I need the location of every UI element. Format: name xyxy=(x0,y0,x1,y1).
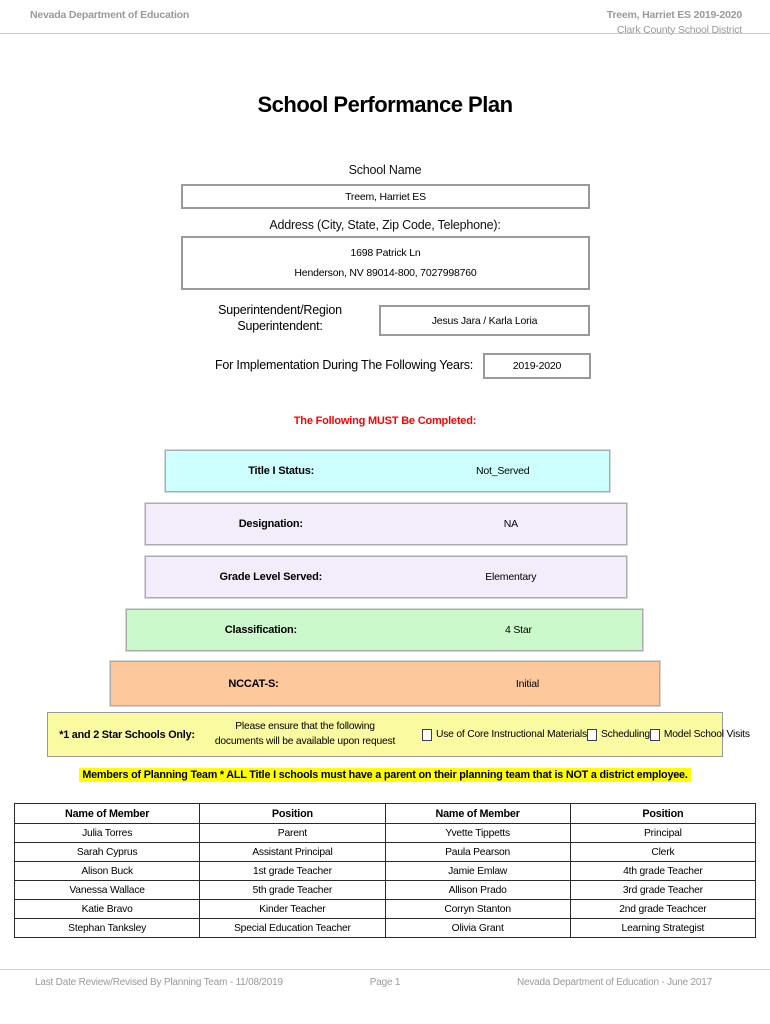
status-value[interactable]: Elementary xyxy=(485,571,537,583)
status-value[interactable]: Not_Served xyxy=(475,465,530,477)
star-schools-checkboxes: Use of Core Instructional Materials Sched… xyxy=(404,728,760,741)
table-cell: Special Education Teacher xyxy=(199,918,386,938)
footer-last-review: Last Date Review/Revised By Planning Tea… xyxy=(35,977,283,988)
star-schools-box: *1 and 2 Star Schools Only: Please ensur… xyxy=(47,712,750,757)
table-header-cell: Name of Member xyxy=(384,803,571,824)
checkbox-label: Model School Visits xyxy=(663,729,750,740)
status-label: Designation: xyxy=(238,518,303,530)
table-cell: 3rd grade Teacher xyxy=(569,880,757,900)
document-checkbox-item: Scheduling xyxy=(586,728,650,741)
document-checkbox-item: Model School Visits xyxy=(649,728,750,741)
status-row: Title I Status: Not_Served xyxy=(165,450,610,492)
table-cell: 5th grade Teacher xyxy=(199,880,386,900)
address-field[interactable]: 1698 Patrick Ln Henderson, NV 89014-800,… xyxy=(181,236,590,290)
status-row: NCCAT-S: Initial xyxy=(110,661,660,706)
table-cell: Kinder Teacher xyxy=(199,899,386,919)
header-school-info: Treem, Harriet ES 2019-2020 Clark County… xyxy=(607,9,742,36)
table-header-cell: Position xyxy=(569,803,757,824)
table-header-cell: Position xyxy=(199,803,386,824)
status-label: Grade Level Served: xyxy=(219,571,323,583)
header-department: Nevada Department of Education xyxy=(30,9,190,21)
table-cell: Julia Torres xyxy=(13,823,201,843)
implementation-years-label: For Implementation During The Following … xyxy=(215,358,474,372)
table-cell: Alison Buck xyxy=(13,861,201,881)
table-cell: 2nd grade Teachcer xyxy=(569,899,757,919)
address-line1: 1698 Patrick Ln xyxy=(350,246,421,259)
table-cell: Stephan Tanksley xyxy=(13,918,201,938)
table-cell: Olivia Grant xyxy=(384,918,571,938)
status-value[interactable]: NA xyxy=(503,518,518,530)
status-value[interactable]: Initial xyxy=(515,677,540,690)
address-label: Address (City, State, Zip Code, Telephon… xyxy=(269,218,501,232)
status-row: Classification: 4 Star xyxy=(126,609,643,651)
school-name-value: Treem, Harriet ES xyxy=(345,190,426,203)
table-cell: Learning Strategist xyxy=(569,918,757,938)
checkbox-label: Scheduling xyxy=(600,729,650,740)
table-cell: Paula Pearson xyxy=(384,842,571,862)
footer-page-number: Page 1 xyxy=(369,977,401,988)
table-cell: Corryn Stanton xyxy=(384,899,571,919)
table-cell: Yvette Tippetts xyxy=(384,823,571,843)
table-cell: Jamie Emlaw xyxy=(384,861,571,881)
table-cell: Allison Prado xyxy=(384,880,571,900)
document-checkbox-item: Use of Core Instructional Materials xyxy=(422,728,587,741)
star-schools-instruction: Please ensure that the following documen… xyxy=(214,720,396,747)
header-school-year: Treem, Harriet ES 2019-2020 xyxy=(606,9,742,21)
address-line2: Henderson, NV 89014-800, 7027998760 xyxy=(294,267,477,280)
superintendent-value: Jesus Jara / Karla Loria xyxy=(431,314,538,327)
footer-department-date: Nevada Department of Education - June 20… xyxy=(516,977,712,988)
checkbox-icon[interactable] xyxy=(586,728,597,741)
table-cell: Assistant Principal xyxy=(199,842,386,862)
checkbox-icon[interactable] xyxy=(649,728,660,741)
status-label: Classification: xyxy=(224,624,297,636)
header-divider xyxy=(0,33,770,34)
planning-team-notice: Members of Planning Team * ALL Title I s… xyxy=(0,765,770,783)
status-label: NCCAT-S: xyxy=(228,677,279,690)
checkbox-label: Use of Core Instructional Materials xyxy=(436,729,587,740)
table-cell: Sarah Cyprus xyxy=(13,842,201,862)
implementation-years-field[interactable]: 2019-2020 xyxy=(483,353,591,379)
status-label: Title I Status: xyxy=(248,465,315,477)
star-schools-label: *1 and 2 Star Schools Only: xyxy=(59,728,195,741)
table-header-cell: Name of Member xyxy=(13,803,201,824)
superintendent-field[interactable]: Jesus Jara / Karla Loria xyxy=(379,305,590,336)
implementation-years-value: 2019-2020 xyxy=(512,360,562,372)
must-complete-notice: The Following MUST Be Completed: xyxy=(293,415,477,427)
status-value[interactable]: 4 Star xyxy=(504,624,532,636)
table-cell: 1st grade Teacher xyxy=(199,861,386,881)
table-cell: Katie Bravo xyxy=(13,899,201,919)
table-cell: Vanessa Wallace xyxy=(13,880,201,900)
status-row: Grade Level Served: Elementary xyxy=(145,556,627,598)
status-row: Designation: NA xyxy=(145,503,627,545)
page-title: School Performance Plan xyxy=(257,92,513,117)
table-cell: Clerk xyxy=(569,842,757,862)
table-cell: Principal xyxy=(569,823,757,843)
table-cell: 4th grade Teacher xyxy=(569,861,757,881)
checkbox-icon[interactable] xyxy=(422,728,432,741)
superintendent-label: Superintendent/Region Superintendent: xyxy=(218,303,342,334)
school-name-label: School Name xyxy=(348,163,422,177)
header-district: Clark County School District xyxy=(616,24,742,36)
table-cell: Parent xyxy=(199,823,386,843)
footer-divider xyxy=(0,969,770,970)
school-name-field[interactable]: Treem, Harriet ES xyxy=(181,184,590,209)
